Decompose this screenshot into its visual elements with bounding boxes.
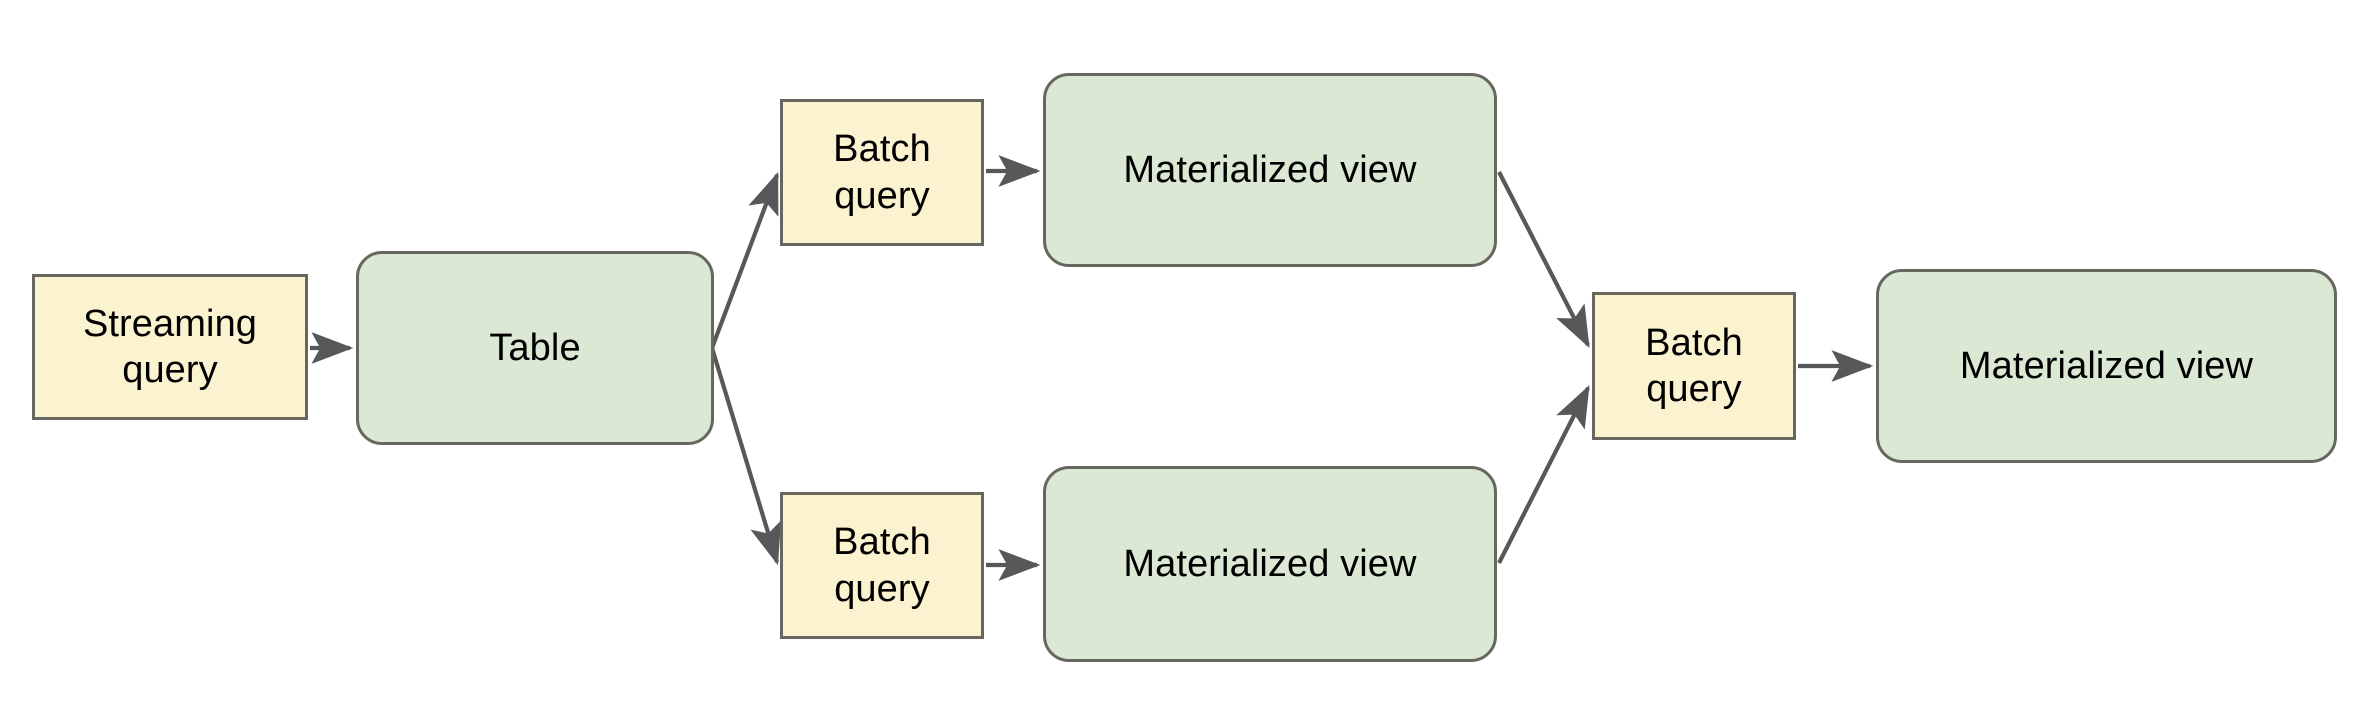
edge-table-to-batch-query-top [710, 171, 779, 349]
edge-materialized-view-top-to-batch-query-merge [1497, 171, 1590, 348]
node-table[interactable]: Table [356, 251, 714, 445]
node-batch-query-top[interactable]: Batch query [780, 99, 984, 246]
node-batch-query-bottom[interactable]: Batch query [780, 492, 984, 639]
node-materialized-view-top[interactable]: Materialized view [1043, 73, 1497, 267]
edge-materialized-view-bottom-to-batch-query-merge [1497, 385, 1590, 564]
node-materialized-view-final[interactable]: Materialized view [1876, 269, 2337, 463]
node-batch-query-merge[interactable]: Batch query [1592, 292, 1796, 440]
node-streaming-query[interactable]: Streaming query [32, 274, 308, 420]
node-materialized-view-bottom[interactable]: Materialized view [1043, 466, 1497, 662]
edge-table-to-batch-query-bottom [709, 347, 782, 566]
